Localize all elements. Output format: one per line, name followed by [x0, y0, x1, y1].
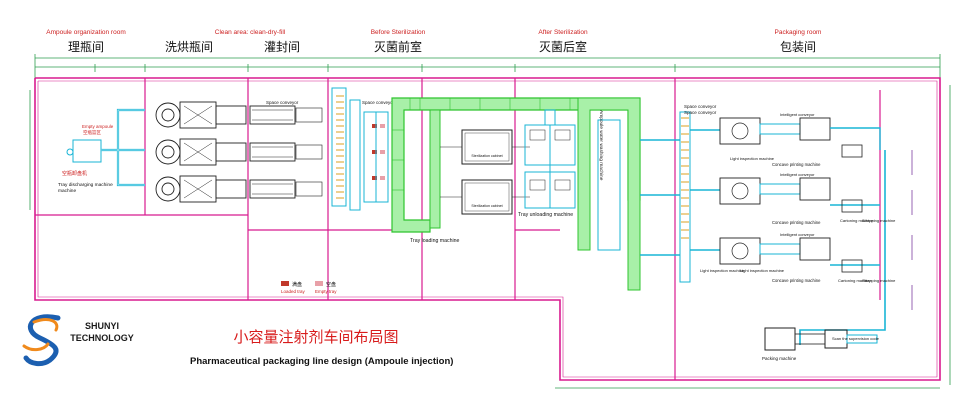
space-conveyor-4-label: Space conveyor [684, 110, 717, 115]
intelligent-conveyor-2-label: Intelligent conveyor [780, 232, 815, 237]
legend: 满盘 Loaded tray 空盘 Empty tray [281, 281, 337, 294]
sterilization-cabinet-1: Sterilization cabinet [461, 129, 513, 165]
space-conveyor-3-label: Space conveyor [684, 104, 717, 109]
legend-loaded-label: Loaded tray [281, 289, 306, 294]
tray-unloading-label: Tray unloading machine [518, 212, 573, 218]
strapping-1-label: Strapping machine [862, 218, 896, 223]
brand-name-line2: TECHNOLOGY [70, 333, 134, 343]
outer-wall [34, 77, 941, 381]
room-partitions [35, 78, 881, 380]
room-label-ampoule-org: Ampoule organization room 理瓶间 [46, 29, 126, 54]
intelligent-conveyor-1-label: Intelligent conveyor [780, 172, 815, 177]
tray-discharging-label-2: machine [58, 188, 76, 194]
outer-wall-inner [37, 80, 938, 378]
water-washing-label: Ampoule water washing machine [598, 110, 604, 181]
svg-text:Before Sterilization: Before Sterilization [371, 29, 426, 36]
packaging-space-conveyor [679, 111, 691, 283]
packing-machine-label: Packing machine [762, 356, 797, 361]
packaging-line-3 [719, 237, 880, 273]
svg-text:After Sterilization: After Sterilization [538, 29, 588, 36]
svg-text:理瓶间: 理瓶间 [68, 40, 104, 54]
svg-text:包装间: 包装间 [780, 40, 816, 54]
tray-loading-label: Tray loading machine [410, 238, 460, 244]
room-label-before-sterilization: Before Sterilization 灭菌前室 [371, 29, 426, 54]
legend-empty-cn: 空盘 [326, 281, 336, 288]
svg-text:Clean area: clean-dry-fill: Clean area: clean-dry-fill [215, 29, 286, 36]
concave-printing-1-label: Concave printing machine [772, 220, 821, 225]
room-label-after-sterilization: After Sterilization 灭菌后室 [538, 29, 588, 54]
svg-text:洗烘瓶间: 洗烘瓶间 [165, 40, 213, 54]
svg-text:灭菌后室: 灭菌后室 [539, 39, 587, 54]
tray-discharging-cn-label: 空瓶卸盘机 [62, 170, 87, 177]
collector-conveyor [799, 150, 886, 345]
packaging-labels: Light inspection machine Intelligent con… [700, 112, 896, 283]
cartoning-1-label: Cartoning machine [840, 218, 874, 223]
room-label-wash-dry: 洗烘瓶间 [165, 40, 213, 54]
sterilization-cabinet-2: Sterilization cabinet [461, 179, 513, 215]
tray-unloading-machine [524, 109, 576, 209]
transfer-conveyors [640, 129, 720, 256]
space-conveyor-1-label: Space conveyor [266, 100, 299, 105]
empty-ampoule-cn-label: 空瓶篮区 [83, 129, 101, 136]
packaging-line-1 [719, 117, 881, 158]
room-label-packaging: Packaging room 包装间 [775, 29, 822, 54]
filling-tray-racks [295, 107, 323, 197]
packing-machine [764, 327, 878, 351]
page-title-en: Pharmaceutical packaging line design (Am… [190, 356, 453, 367]
room-label-clean-fill: Clean area: clean-dry-fill 灌封间 [215, 29, 300, 54]
cartoning-2-label: Cartoning machine [838, 278, 872, 283]
legend-empty-swatch [315, 281, 323, 286]
wash-dry-fill-lines [155, 101, 296, 203]
concave-printing-3-label: Concave printing machine [772, 162, 821, 167]
svg-text:灌封间: 灌封间 [264, 40, 300, 54]
tray-loading-ticks [392, 98, 601, 191]
brand-name-line1: SHUNYI [85, 321, 119, 331]
water-washing-conveyor [577, 97, 641, 291]
brand-logo [22, 314, 61, 367]
legend-loaded-cn: 满盘 [292, 281, 302, 288]
sterilization-cabinet-2-label: Sterilization cabinet [471, 204, 502, 208]
sterilization-cabinet-1-label: Sterilization cabinet [471, 154, 502, 158]
tray-unloading-details [529, 129, 571, 191]
intelligent-conveyor-3-label: Intelligent conveyor [780, 112, 815, 117]
svg-text:Ampoule organization room: Ampoule organization room [46, 29, 126, 36]
light-inspection-1-label: Light inspection machine [730, 156, 775, 161]
scan-supervision-label: Scan the supervision code [832, 336, 880, 341]
dimension-lines [29, 54, 951, 389]
space-conveyor-column [331, 87, 361, 211]
light-inspection-3-label: Light inspection machine [740, 268, 785, 273]
light-inspection-2-label: Light inspection machine [700, 268, 745, 273]
empty-ampoule-label: Empty ampoule [82, 124, 114, 129]
svg-text:Packaging room: Packaging room [775, 29, 822, 36]
yellow-slots [336, 95, 344, 199]
space-conveyor-2-label: Space conveyor [362, 100, 395, 105]
sterilization-door-lines [440, 146, 530, 198]
concave-printing-2-label: Concave printing machine [772, 278, 821, 283]
tray-discharging-machine [66, 108, 145, 187]
tray-discharging-label: Tray discharging machine [58, 182, 113, 188]
legend-empty-label: Empty tray [315, 289, 337, 294]
before-steril-conveyor [363, 111, 389, 203]
wash-dry-fill-details [183, 105, 293, 199]
packaging-line-2 [719, 177, 880, 213]
strapping-2-label: Strapping machine [862, 278, 896, 283]
packaging-yellow-slots [681, 117, 689, 239]
svg-text:灭菌前室: 灭菌前室 [374, 39, 422, 54]
legend-loaded-swatch [281, 281, 289, 286]
page-title-cn: 小容量注射剂车间布局图 [233, 328, 398, 346]
